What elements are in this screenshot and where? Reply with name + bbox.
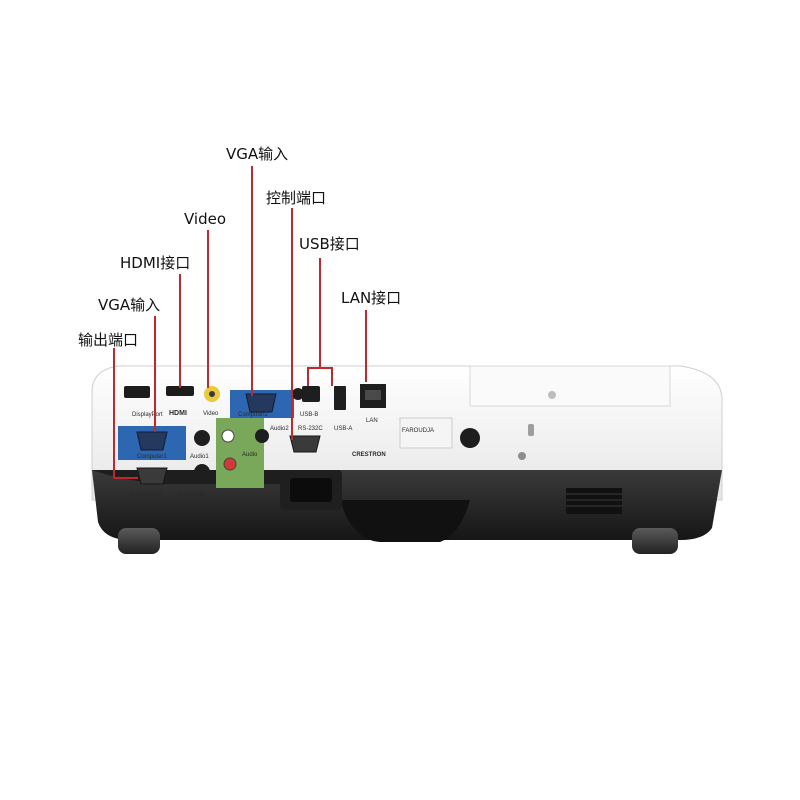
label-audio1: Audio1 <box>190 454 209 460</box>
usb-b-connector <box>302 386 320 402</box>
label-usb-b: USB-B <box>300 412 318 418</box>
callout-label-usb-port: USB接口 <box>299 235 360 253</box>
usb-a-connector <box>334 386 346 410</box>
power-inlet <box>280 470 342 510</box>
callout-label-hdmi-port: HDMI接口 <box>120 254 191 272</box>
label-audio: Audio <box>242 452 258 458</box>
label-hdmi: HDMI <box>169 410 187 417</box>
displayport-connector <box>124 386 150 398</box>
callout-label-vga-input-top: VGA输入 <box>226 145 289 163</box>
rs232c-connector <box>289 435 321 453</box>
label-computer1: Computer1 <box>137 454 167 460</box>
computer1-vga-connector <box>136 431 168 451</box>
projector-feet <box>118 528 678 554</box>
callout-lines <box>113 166 367 479</box>
label-crestron: CRESTRON <box>352 452 386 458</box>
label-lan: LAN <box>366 418 378 424</box>
ventilation-grille <box>566 488 622 514</box>
label-displayport: DisplayPort <box>132 412 163 418</box>
network-badge <box>399 417 480 449</box>
video-rca-connector <box>204 386 220 402</box>
callout-label-vga-input: VGA输入 <box>98 296 161 314</box>
label-audio-out: Audio Out <box>178 492 205 498</box>
computer2-vga-connector <box>245 393 277 413</box>
green-audio-panel <box>216 418 264 488</box>
label-rs232c: RS-232C <box>298 426 323 432</box>
callout-line-usb-bracket <box>307 367 333 386</box>
audio-jacks <box>194 388 304 480</box>
monitor-out-connector <box>136 467 168 485</box>
callout-label-video: Video <box>184 210 227 228</box>
lan-connector <box>360 384 386 408</box>
label-monitor-out: Monitor Out <box>130 492 162 498</box>
label-faroudja: FAROUDJA <box>402 428 434 434</box>
callout-label-lan-port: LAN接口 <box>341 289 402 307</box>
callout-label-control-port: 控制端口 <box>266 189 327 207</box>
label-computer2: Computer2 <box>238 412 268 418</box>
label-audio2: Audio2 <box>270 426 289 432</box>
label-video: Video <box>203 411 219 417</box>
callout-label-output-port: 输出端口 <box>78 331 139 349</box>
panel-labels: DisplayPort HDMI Video Computer1 Compute… <box>130 410 434 498</box>
hdmi-connector <box>166 386 194 396</box>
label-usb-a: USB-A <box>334 426 352 432</box>
